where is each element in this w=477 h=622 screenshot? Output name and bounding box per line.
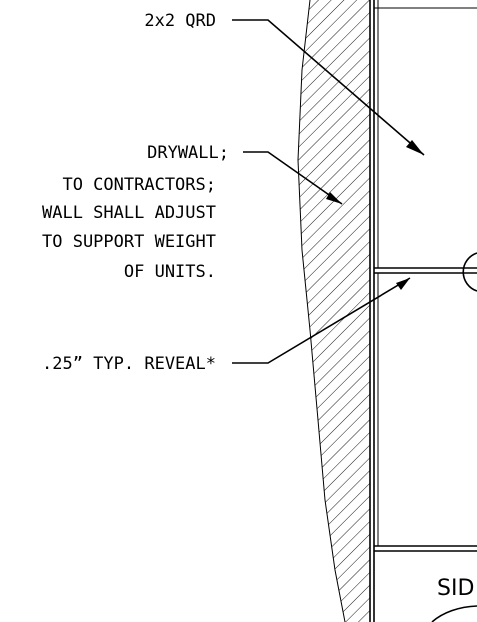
detail-bubble xyxy=(462,252,477,292)
drywall-line-5: OF UNITS. xyxy=(124,262,216,282)
callout-drywall: DRYWALL; TO CONTRACTORS; WALL SHALL ADJU… xyxy=(42,143,229,282)
arrowhead xyxy=(396,278,410,290)
arrowhead xyxy=(406,140,424,155)
drywall-line-3: WALL SHALL ADJUST xyxy=(42,203,216,223)
callout-leaders xyxy=(232,19,425,364)
section-label: SID xyxy=(437,576,474,601)
callout-qrd: 2x2 QRD xyxy=(144,11,216,31)
section-marker xyxy=(431,605,477,622)
drywall-line-4: TO SUPPORT WEIGHT xyxy=(42,232,216,252)
panel-outline xyxy=(374,0,477,552)
drywall-hatch xyxy=(297,0,370,622)
drywall-line-1: DRYWALL; xyxy=(147,143,229,163)
callout-reveal: .25” TYP. REVEAL* xyxy=(42,354,216,374)
drywall-line-2: TO CONTRACTORS; xyxy=(62,175,216,195)
wall-face xyxy=(369,0,375,622)
arrowhead xyxy=(326,192,342,204)
